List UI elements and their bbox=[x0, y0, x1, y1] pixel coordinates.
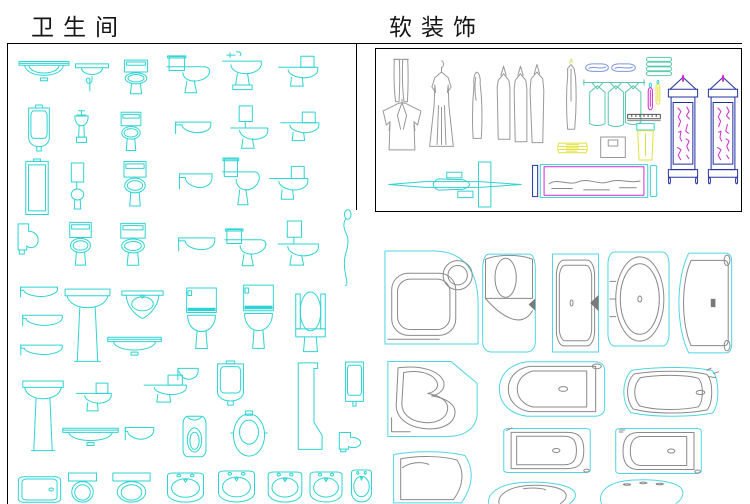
tub-plan-sm-symbol bbox=[17, 475, 62, 504]
tub-horiz-round-end-symbol bbox=[496, 360, 608, 418]
tub-vert-curve-symbol bbox=[676, 251, 734, 355]
shower-panel-symbol bbox=[287, 361, 332, 454]
sink-plan-symbol bbox=[214, 470, 259, 504]
pedestal-sink-symbol bbox=[20, 377, 66, 457]
soft-decoration-panel-border bbox=[375, 48, 742, 212]
tub-vert-rect-symbol bbox=[551, 252, 600, 354]
tub-vert-seat-symbol bbox=[481, 251, 537, 354]
toilet-side-symbol bbox=[219, 157, 263, 210]
bathroom-panel-left-border bbox=[7, 43, 8, 504]
urinal-front-symbol bbox=[213, 361, 248, 408]
tub-horiz-wide-symbol bbox=[617, 366, 724, 419]
sink-side-sm-symbol bbox=[21, 313, 64, 341]
tub-horiz-rect-symbol bbox=[501, 426, 593, 475]
sink-side-symbol bbox=[74, 62, 110, 94]
toilet-side2-symbol bbox=[275, 55, 322, 96]
toilet-side-wall-symbol bbox=[177, 231, 218, 269]
section-title-bathroom: 卫生间 bbox=[31, 15, 127, 40]
toilet-side2-symbol bbox=[277, 111, 323, 150]
urinal-tall-symbol bbox=[341, 361, 368, 408]
toilet-front-symbol bbox=[116, 59, 156, 96]
toilet-plan-symbol bbox=[107, 472, 156, 504]
top-divider-line bbox=[7, 43, 742, 44]
toilet-cistern-front-symbol bbox=[64, 162, 91, 212]
tub-horiz-rect2-symbol bbox=[613, 426, 704, 476]
toilet-side2-symbol bbox=[266, 165, 312, 210]
sink-front-wide-symbol bbox=[61, 426, 120, 458]
toilet-side2-symbol bbox=[73, 382, 115, 420]
tub-blob-symbol bbox=[486, 481, 579, 504]
toilet-front-symbol bbox=[62, 221, 99, 268]
toilet-front-symbol bbox=[116, 160, 154, 209]
sink-plan-half-symbol bbox=[121, 290, 164, 323]
tub-corner-sm-symbol bbox=[391, 449, 479, 504]
toilet-side-wall-symbol bbox=[174, 116, 214, 150]
shower-hose-symbol bbox=[331, 209, 358, 288]
sink-plan-symbol bbox=[163, 472, 208, 504]
toilet-side-hightank-symbol bbox=[273, 220, 324, 268]
sink-plan-symbol bbox=[264, 471, 306, 504]
bathroom-panel-right-border bbox=[356, 43, 357, 210]
toilet-side-symbol bbox=[221, 228, 270, 270]
sink-side-sm-symbol bbox=[124, 425, 155, 457]
toilet-side2-symbol bbox=[140, 374, 191, 411]
bidet-plan-symbol bbox=[230, 410, 268, 458]
section-title-soft-decoration: 软装饰 bbox=[389, 15, 485, 40]
sink-side-sm-symbol bbox=[177, 366, 199, 396]
sink-side-sm-symbol bbox=[19, 285, 59, 311]
toilet-front-symbol bbox=[114, 111, 148, 153]
sink-front-symbol bbox=[18, 60, 70, 91]
toilet-side-symbol bbox=[163, 55, 214, 97]
tub-blob2-symbol bbox=[596, 478, 687, 504]
pedestal-sink-symbol bbox=[62, 285, 113, 368]
sink-plan-symbol bbox=[349, 469, 374, 504]
toilet-front-symbol bbox=[112, 222, 154, 268]
toilet-plan-symbol bbox=[64, 472, 101, 504]
bidet-front-symbol bbox=[67, 109, 96, 153]
shower-door-tall-symbol bbox=[20, 159, 54, 218]
tub-corner-heart-symbol bbox=[386, 360, 479, 438]
tub-corner-round-symbol bbox=[383, 249, 480, 346]
sink-plan-symbol bbox=[306, 471, 346, 504]
toilet-side-wall-symbol bbox=[178, 166, 215, 210]
toilet-front-dark-symbol bbox=[236, 283, 281, 354]
urinal-side-symbol bbox=[336, 432, 369, 458]
toilet-side-hightank-symbol bbox=[226, 105, 273, 151]
sink-side-sm-symbol bbox=[19, 343, 64, 369]
sink-front-wide-symbol bbox=[106, 335, 163, 368]
toilet-front-dark-symbol bbox=[179, 286, 224, 354]
urinal-front-symbol bbox=[25, 105, 53, 154]
squat-pan-symbol bbox=[179, 415, 210, 458]
tub-vert-oval-symbol bbox=[606, 250, 671, 348]
urinal-side-symbol bbox=[15, 223, 46, 264]
toilet-front-oval-symbol bbox=[290, 290, 331, 357]
bidet-side-symbol bbox=[219, 51, 265, 97]
